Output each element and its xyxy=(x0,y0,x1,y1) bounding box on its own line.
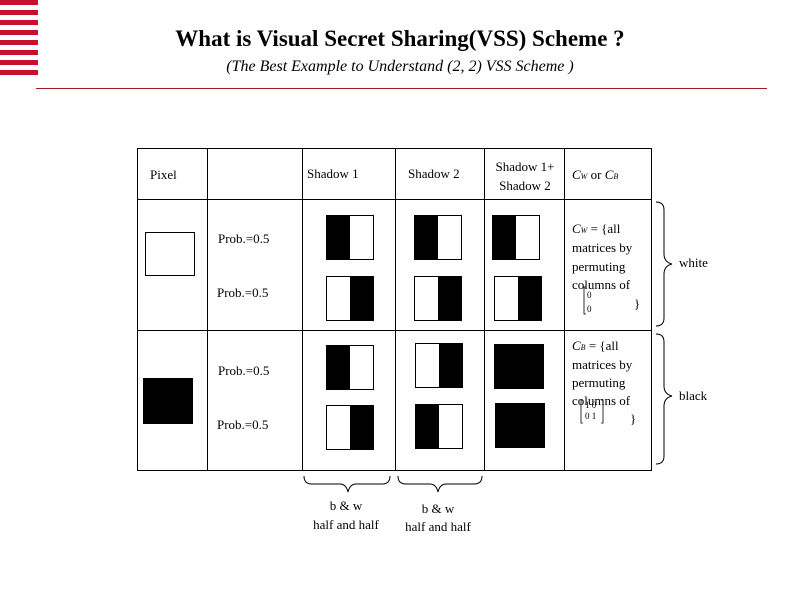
prob-label: Prob.=0.5 xyxy=(217,417,269,432)
cb-text-line: columns of xyxy=(572,393,631,408)
shadow2-note-line1: b & w xyxy=(421,501,455,516)
table-col-divider xyxy=(395,148,396,471)
cw-symbol: C xyxy=(572,167,581,182)
table-border-right xyxy=(651,148,652,471)
shadow1-share xyxy=(326,215,374,260)
shadow2-brace xyxy=(397,475,483,493)
cb-text-line: = {all xyxy=(585,338,619,353)
prob-label: Prob.=0.5 xyxy=(218,363,270,378)
cb-close-brace: } xyxy=(630,411,637,426)
table-border-bottom xyxy=(137,470,652,471)
header-sum-line2: Shadow 2 xyxy=(499,178,551,193)
table-border-top xyxy=(137,148,652,149)
slide-title: What is Visual Secret Sharing(VSS) Schem… xyxy=(175,26,625,51)
cw-close-brace: } xyxy=(634,296,641,311)
stripe xyxy=(0,50,38,55)
cb-definition: CB = {all xyxy=(572,338,619,356)
table-row-divider xyxy=(137,330,652,331)
prob-label: Prob.=0.5 xyxy=(218,231,270,246)
shadow1-share xyxy=(326,345,374,390)
stripe xyxy=(0,60,38,65)
cb-text-line: matrices by xyxy=(572,357,633,372)
header-shadow2: Shadow 2 xyxy=(408,166,460,181)
black-brace xyxy=(655,333,673,465)
stacked-share-black xyxy=(494,344,544,389)
header-pixel: Pixel xyxy=(150,167,177,182)
cw-matrix: 0 0 xyxy=(587,290,592,315)
prob-label: Prob.=0.5 xyxy=(217,285,269,300)
shadow1-share xyxy=(326,276,374,321)
white-brace xyxy=(655,201,673,327)
title-divider xyxy=(36,88,767,89)
shadow1-note-line2: half and half xyxy=(313,517,379,532)
cw-definition: CW = {all xyxy=(572,221,620,239)
matrix-row: 1 0 xyxy=(585,400,597,410)
cb-symbol: C xyxy=(604,167,614,182)
stripe xyxy=(0,70,38,75)
stripe xyxy=(0,0,38,5)
cw-symbol: C xyxy=(572,221,581,236)
header-shadow1: Shadow 1 xyxy=(307,166,359,181)
table-col-divider xyxy=(207,148,208,471)
shadow1-note-line1: b & w xyxy=(329,498,363,513)
stacked-share xyxy=(494,276,542,321)
stripe xyxy=(0,40,38,45)
cw-matrix-bracket xyxy=(583,286,586,315)
header-matrix-sets: CW or CB xyxy=(572,167,618,185)
cw-subscript: W xyxy=(580,226,588,235)
shadow1-brace xyxy=(303,475,391,493)
shadow2-share xyxy=(414,215,462,260)
slide-subtitle: (The Best Example to Understand (2, 2) V… xyxy=(226,58,574,75)
black-label: black xyxy=(679,388,708,403)
cw-text-line: permuting xyxy=(572,259,626,274)
white-pixel xyxy=(145,232,195,276)
table-border-left xyxy=(137,148,138,471)
table-col-divider xyxy=(484,148,485,471)
matrix-row: 0 1 xyxy=(585,411,597,421)
cw-subscript: W xyxy=(580,172,588,181)
table-col-divider xyxy=(302,148,303,471)
shadow2-share xyxy=(414,276,462,321)
stripe xyxy=(0,20,38,25)
white-label: white xyxy=(679,255,708,270)
cw-text-line: = {all xyxy=(587,221,621,236)
stripe xyxy=(0,30,38,35)
cb-subscript: B xyxy=(613,172,619,181)
black-pixel xyxy=(143,378,193,424)
cb-subscript: B xyxy=(580,343,586,352)
cb-text-line: permuting xyxy=(572,375,626,390)
cb-symbol: C xyxy=(572,338,581,353)
stripe xyxy=(0,10,38,15)
table-col-divider xyxy=(564,148,565,471)
stacked-share-black xyxy=(495,403,545,448)
matrix-row: 0 xyxy=(587,290,592,300)
cb-matrix-bracket-right xyxy=(601,399,604,424)
cw-text-line: matrices by xyxy=(572,240,633,255)
header-sum-line1: Shadow 1+ xyxy=(495,159,555,174)
cb-matrix-bracket-left xyxy=(580,399,583,424)
shadow2-share xyxy=(415,343,463,388)
matrix-row: 0 xyxy=(587,304,592,314)
shadow2-note-line2: half and half xyxy=(405,519,471,534)
shadow2-share xyxy=(415,404,463,449)
cw-text-line: columns of xyxy=(572,277,631,292)
shadow1-share xyxy=(326,405,374,450)
stacked-share xyxy=(492,215,540,260)
cb-matrix: 1 0 0 1 xyxy=(585,400,596,422)
table-header-divider xyxy=(137,199,652,200)
or-label: or xyxy=(587,167,605,182)
